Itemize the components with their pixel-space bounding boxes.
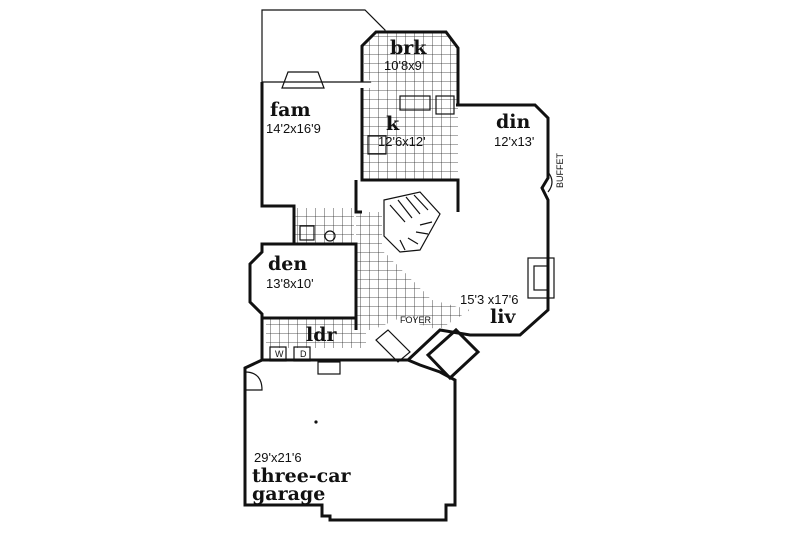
kitchen-counter <box>399 95 431 111</box>
room-name-din: din <box>496 111 531 133</box>
kitchen-north-walls <box>360 30 460 105</box>
toilet <box>324 230 336 242</box>
living-hearth <box>533 265 549 291</box>
hall-tile-floor <box>356 212 470 330</box>
kitchen-appliance <box>435 95 455 115</box>
stair-treads <box>389 194 433 251</box>
entry-bay <box>425 327 481 381</box>
buffet-alcove <box>547 171 553 193</box>
room-name-k: k <box>386 113 400 135</box>
vanity <box>299 225 315 241</box>
interior-walls <box>360 88 460 212</box>
kitchen-tile-floor <box>362 88 458 180</box>
exterior-walls <box>243 82 550 522</box>
foyer-label: FOYER <box>400 315 432 325</box>
room-name-garage-line1: three-car <box>252 465 352 487</box>
hall-wall <box>354 180 362 214</box>
laundry-tile-floor <box>266 318 366 348</box>
family-fireplace <box>281 71 325 89</box>
room-dims-din: 12'x13' <box>494 134 534 149</box>
garage-center-mark <box>314 420 318 424</box>
room-dims-den: 13'8x10' <box>266 276 314 291</box>
washer-label: W <box>275 349 284 359</box>
room-name-garage-line2: garage <box>252 483 325 505</box>
room-name-brk: brk <box>390 37 427 59</box>
garage-step <box>317 361 341 375</box>
room-dims-k: 12'6x12' <box>378 134 426 149</box>
room-dims-brk: 10'8x9' <box>384 58 424 73</box>
room-dims-fam: 14'2x16'9 <box>266 121 321 136</box>
kitchen-island <box>367 135 387 155</box>
room-name-liv: liv <box>490 306 516 328</box>
garage-entry-door <box>244 371 263 391</box>
washer <box>269 346 287 362</box>
buffet-label: BUFFET <box>555 152 565 188</box>
dryer <box>293 346 311 362</box>
dryer-label: D <box>300 349 307 359</box>
den-wall <box>294 242 358 330</box>
room-name-fam: fam <box>270 99 311 121</box>
room-dims-garage: 29'x21'6 <box>254 450 302 465</box>
room-dims-liv: 15'3 x17'6 <box>460 292 518 307</box>
foyer-bench <box>375 329 411 363</box>
breakfast-tile-floor <box>364 32 458 88</box>
living-fireplace <box>527 257 555 299</box>
room-name-den: den <box>268 253 307 275</box>
staircase <box>383 191 441 253</box>
room-name-ldr: ldr <box>306 324 338 346</box>
